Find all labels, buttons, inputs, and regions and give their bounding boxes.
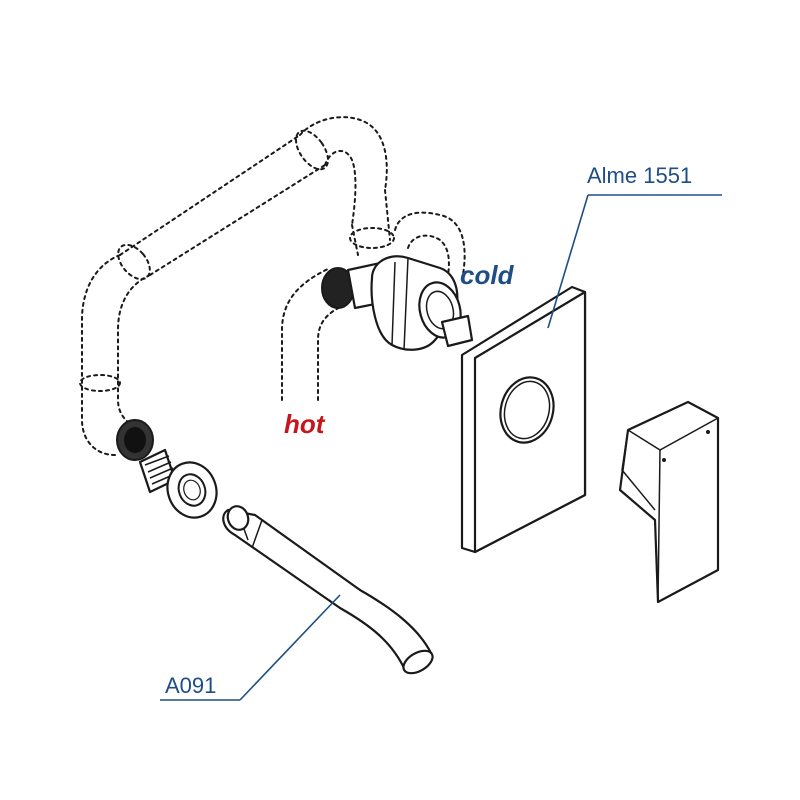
lever-handle — [618, 400, 720, 604]
cover-plate — [460, 285, 587, 554]
spout — [222, 505, 434, 675]
wall-fitting — [116, 419, 218, 519]
cold-label: cold — [460, 260, 515, 290]
hot-label: hot — [284, 409, 326, 439]
mixer-part-label: Alme 1551 — [587, 163, 692, 188]
mixer-valve-body — [321, 255, 474, 351]
spout-part-label: A091 — [165, 673, 216, 698]
mixer-leader-line — [547, 194, 589, 329]
concealed-pipework — [79, 116, 466, 456]
spout-leader-line — [239, 594, 341, 701]
